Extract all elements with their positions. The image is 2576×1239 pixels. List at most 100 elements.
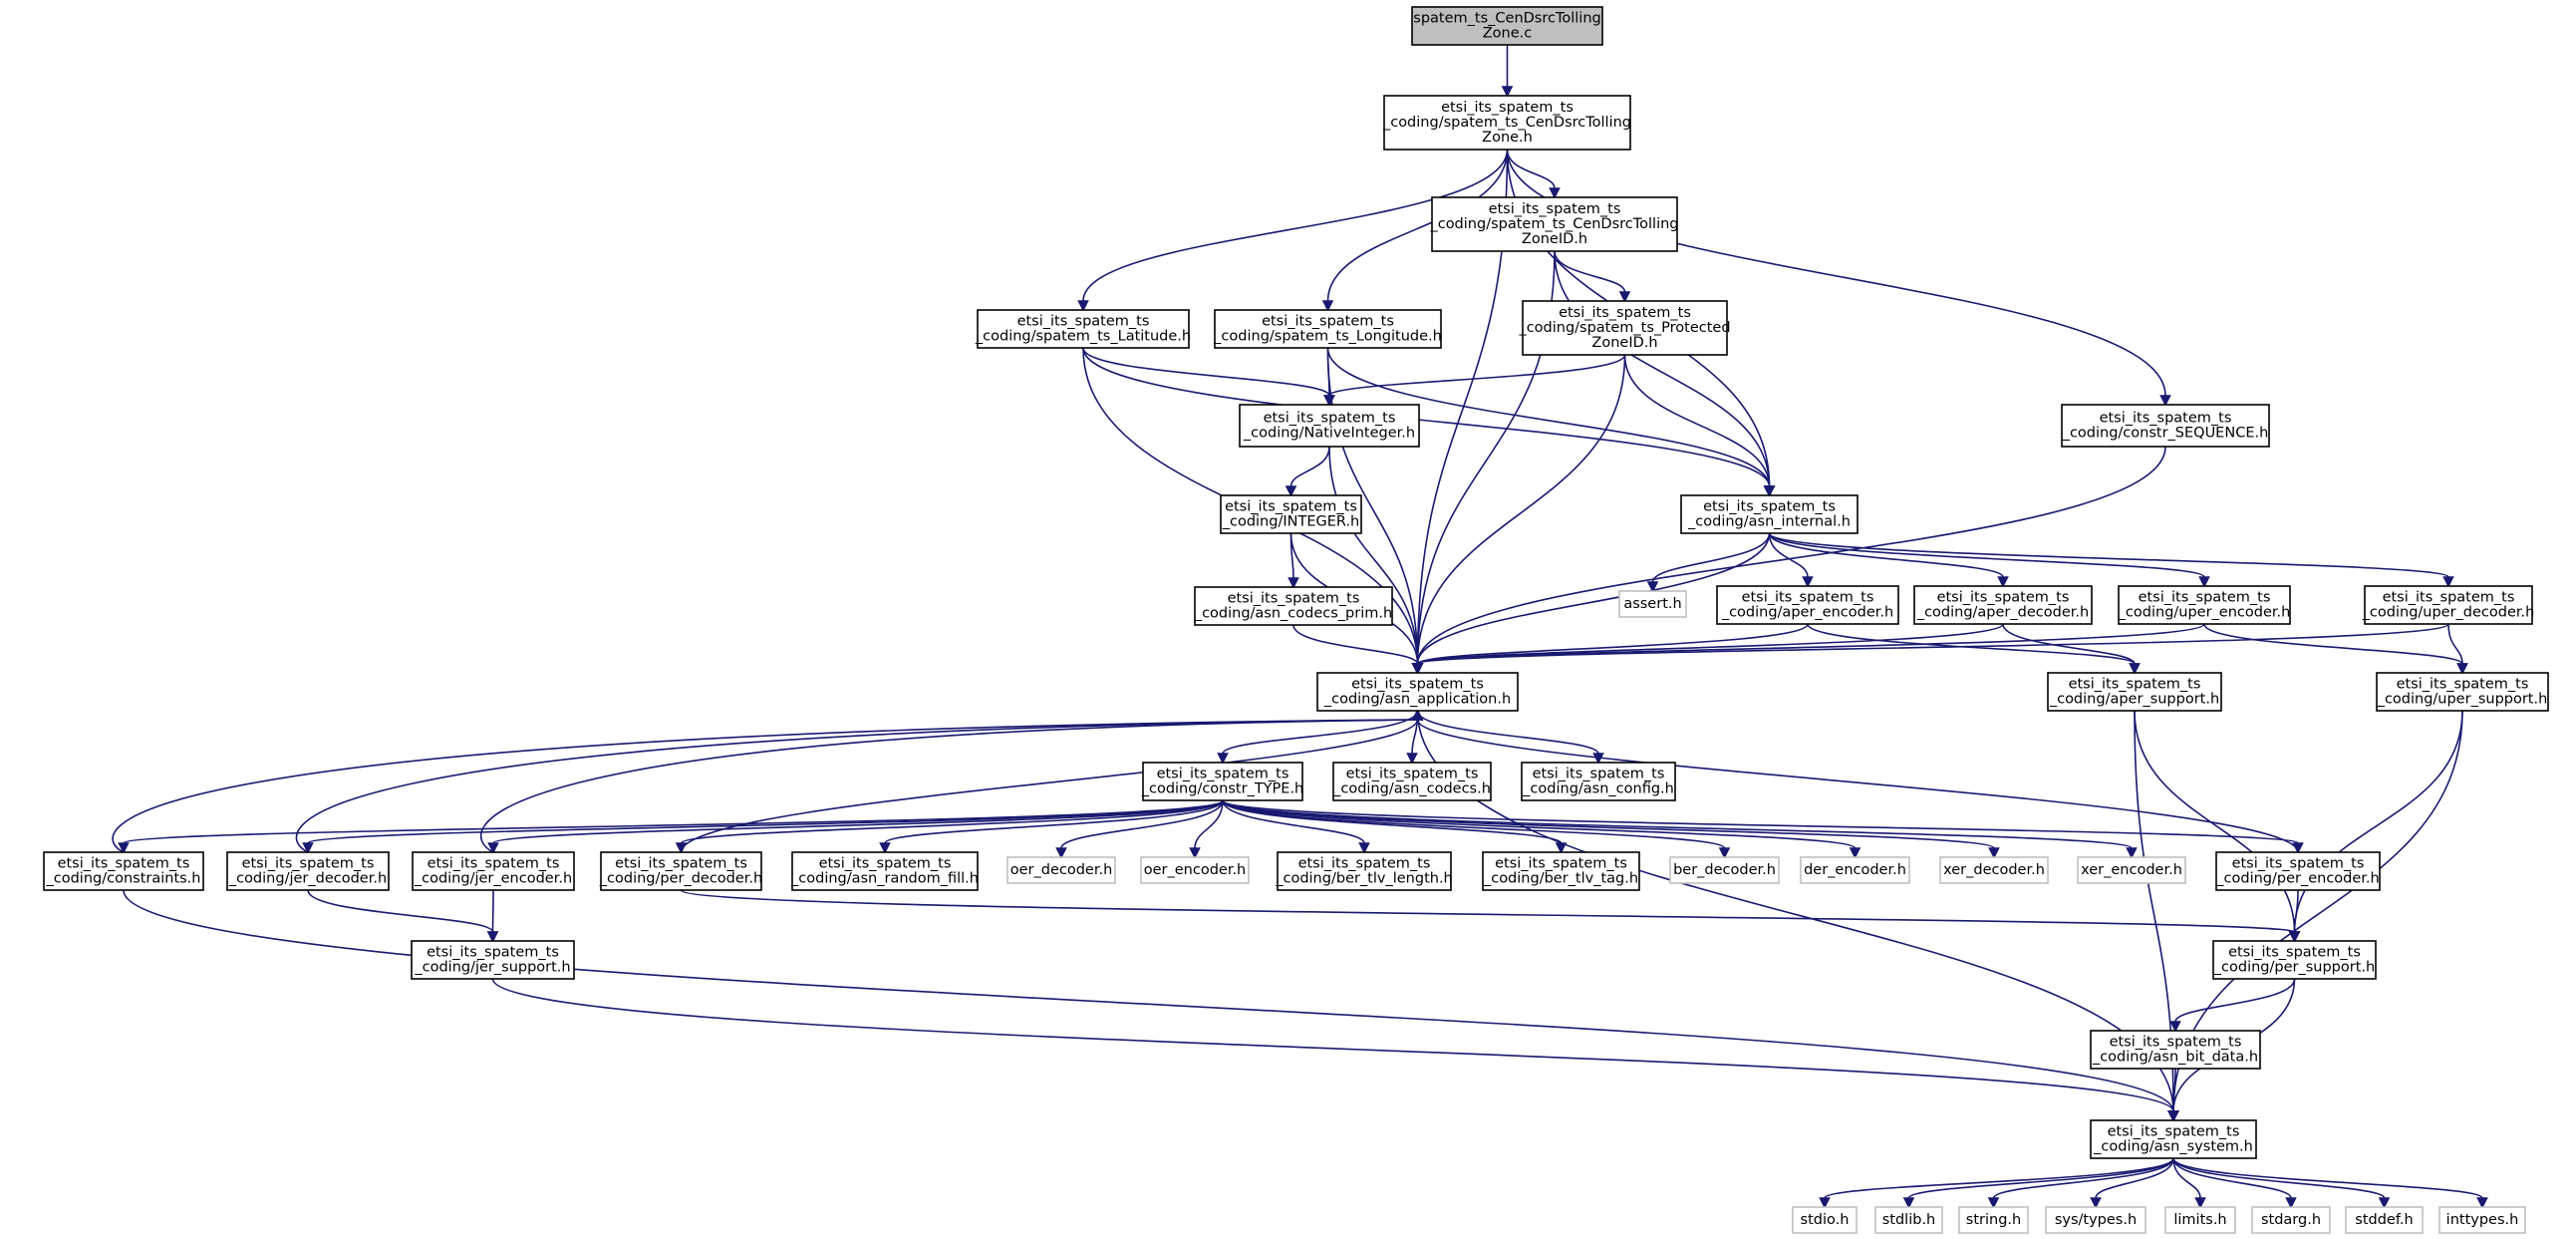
edge-line [1222, 799, 2133, 849]
graph-node-xer-enc-h[interactable]: xer_encoder.h [2077, 856, 2186, 884]
graph-node-longitude-h[interactable]: etsi_its_spatem_ts_coding/spatem_ts_Long… [1213, 309, 1442, 349]
edge-line [1416, 719, 2299, 853]
edge-line [1416, 446, 2166, 665]
node-label: _coding/constraints.h [46, 871, 201, 887]
node-box [1220, 494, 1362, 534]
node-label: etsi_its_spatem_ts [1264, 411, 1396, 427]
graph-node-jer-dec-h[interactable]: etsi_its_spatem_ts_coding/jer_decoder.h [226, 851, 390, 891]
edge-arrowhead [1902, 1197, 1915, 1209]
dependency-edge [487, 799, 1224, 854]
dependency-edge [2090, 1157, 2174, 1209]
graph-node-xer-dec-h[interactable]: xer_decoder.h [1939, 856, 2049, 884]
node-label: _coding/spatem_ts_Longitude.h [1213, 329, 1442, 345]
node-box [2047, 672, 2222, 712]
edge-line [2172, 1157, 2483, 1199]
graph-node-inttypes-h[interactable]: inttypes.h [2438, 1206, 2526, 1234]
graph-node-per-enc-h[interactable]: etsi_its_spatem_ts_coding/per_encoder.h [2215, 851, 2381, 891]
graph-node-asn-config-h[interactable]: etsi_its_spatem_ts_coding/asn_config.h [1521, 762, 1676, 801]
node-label: etsi_its_spatem_ts [1742, 590, 1874, 606]
graph-node-integer-h[interactable]: etsi_its_spatem_ts_coding/INTEGER.h [1220, 494, 1362, 534]
graph-node-constr-seq-h[interactable]: etsi_its_spatem_ts_coding/constr_SEQUENC… [2061, 404, 2270, 448]
graph-node-ber-tlv-tag-h[interactable]: etsi_its_spatem_ts_coding/ber_tlv_tag.h [1482, 851, 1640, 891]
graph-node-systypes-h[interactable]: sys/types.h [2045, 1206, 2147, 1234]
node-label: der_encoder.h [1804, 862, 1906, 878]
graph-node-uper-dec-h[interactable]: etsi_its_spatem_ts_coding/uper_decoder.h [2362, 585, 2535, 625]
graph-node-der-enc-h[interactable]: der_encoder.h [1800, 856, 1910, 884]
node-box [791, 851, 979, 891]
edge-arrowhead [1411, 663, 1424, 675]
graph-node-asn-internal-h[interactable]: etsi_its_spatem_ts_coding/asn_internal.h [1680, 494, 1859, 534]
graph-node-jer-sup-h[interactable]: etsi_its_spatem_ts_coding/jer_support.h [411, 940, 575, 980]
edge-arrowhead [2288, 931, 2301, 943]
graph-node-protected-h[interactable]: etsi_its_spatem_ts_coding/spatem_ts_Prot… [1518, 300, 1731, 356]
dependency-edge [2172, 1157, 2391, 1209]
edge-arrowhead [2167, 1110, 2179, 1122]
graph-node-limits-h[interactable]: limits.h [2164, 1206, 2236, 1234]
graph-node-string-h[interactable]: string.h [1958, 1206, 2029, 1234]
graph-node-latitude-h[interactable]: etsi_its_spatem_ts_coding/spatem_ts_Lati… [975, 309, 1191, 349]
graph-node-per-sup-h[interactable]: etsi_its_spatem_ts_coding/per_support.h [2212, 940, 2377, 980]
graph-node-native-int-h[interactable]: etsi_its_spatem_ts_coding/NativeInteger.… [1239, 404, 1420, 448]
edge-line [1416, 623, 2205, 665]
edge-arrowhead [1411, 709, 1424, 721]
node-label: oer_encoder.h [1144, 862, 1247, 878]
node-label: _coding/asn_random_fill.h [790, 871, 979, 887]
node-box [2438, 1206, 2526, 1234]
node-box [1194, 586, 1393, 626]
graph-node-jer-enc-h[interactable]: etsi_its_spatem_ts_coding/jer_encoder.h [412, 851, 575, 891]
edge-line [1651, 532, 1771, 583]
edge-line [1222, 799, 1563, 844]
graph-node-bit-data-h[interactable]: etsi_its_spatem_ts_coding/asn_bit_data.h [2090, 1030, 2261, 1070]
graph-node-stdlib-h[interactable]: stdlib.h [1874, 1206, 1943, 1234]
graph-node-random-fill-h[interactable]: etsi_its_spatem_ts_coding/asn_random_fil… [790, 851, 979, 891]
node-label: _coding/per_support.h [2213, 960, 2375, 976]
edge-line [2172, 1157, 2201, 1199]
graph-node-oer-dec-h[interactable]: oer_decoder.h [1006, 856, 1116, 884]
graph-node-stdarg-h[interactable]: stdarg.h [2251, 1206, 2331, 1234]
graph-node-constraints-h[interactable]: etsi_its_spatem_ts_coding/constraints.h [43, 851, 204, 891]
graph-node-asn-codecs-h[interactable]: etsi_its_spatem_ts_coding/asn_codecs.h [1332, 762, 1492, 801]
graph-node-aper-enc-h[interactable]: etsi_its_spatem_ts_coding/aper_encoder.h [1716, 585, 1899, 625]
graph-node-assert-h[interactable]: assert.h [1618, 590, 1687, 618]
edge-line [1289, 446, 1330, 487]
graph-node-stdio-h[interactable]: stdio.h [1792, 1206, 1858, 1234]
dependency-edge [1501, 44, 1514, 98]
graph-node-zoneid-h[interactable]: etsi_its_spatem_ts_coding/spatem_ts_CenD… [1429, 196, 1679, 252]
edge-line [307, 889, 494, 933]
dependency-edge [879, 799, 1224, 854]
node-label: _coding/jer_decoder.h [228, 871, 387, 887]
node-label: _coding/uper_decoder.h [2362, 605, 2535, 621]
graph-node-uper-sup-h[interactable]: etsi_its_spatem_ts_coding/uper_support.h [2376, 672, 2549, 712]
node-box [1913, 585, 2093, 625]
node-label: _coding/spatem_ts_Protected [1518, 320, 1730, 336]
graph-node-asn-sys-h[interactable]: etsi_its_spatem_ts_coding/asn_system.h [2090, 1119, 2257, 1159]
node-label: _coding/asn_config.h [1522, 781, 1674, 797]
dependency-edge [1055, 799, 1224, 859]
node-box [1680, 494, 1859, 534]
graph-node-per-dec-h[interactable]: etsi_its_spatem_ts_coding/per_decoder.h [599, 851, 762, 891]
graph-node-constr-type-h[interactable]: etsi_its_spatem_ts_coding/constr_TYPE.h [1141, 762, 1304, 801]
node-label: _coding/aper_decoder.h [1916, 605, 2089, 621]
graph-node-oer-enc-h[interactable]: oer_encoder.h [1140, 856, 1250, 884]
edge-arrowhead [2285, 1197, 2297, 1209]
edge-line [492, 799, 1224, 844]
graph-node-codecs-prim-h[interactable]: etsi_its_spatem_ts_coding/asn_codecs_pri… [1194, 586, 1393, 626]
graph-node-asn-app-h[interactable]: etsi_its_spatem_ts_coding/asn_applicatio… [1316, 672, 1519, 712]
dependency-edge [1506, 149, 2171, 407]
node-box [1618, 590, 1687, 618]
node-box [977, 309, 1190, 349]
graph-node-stddef-h[interactable]: stddef.h [2345, 1206, 2424, 1234]
graph-node-aper-dec-h[interactable]: etsi_its_spatem_ts_coding/aper_decoder.h [1913, 585, 2093, 625]
graph-node-uper-enc-h[interactable]: etsi_its_spatem_ts_coding/uper_encoder.h [2118, 585, 2291, 625]
dependency-edge [123, 889, 2179, 1122]
dependency-edge [1411, 709, 2299, 853]
edge-arrowhead [1217, 753, 1229, 765]
node-box [2164, 1206, 2236, 1234]
graph-node-ber-dec-h[interactable]: ber_decoder.h [1669, 856, 1780, 884]
graph-node-ber-tlv-len-h[interactable]: etsi_its_spatem_ts_coding/ber_tlv_length… [1275, 851, 1453, 891]
graph-node-zone-h[interactable]: etsi_its_spatem_ts_coding/spatem_ts_CenD… [1382, 95, 1631, 151]
node-label: etsi_its_spatem_ts [2069, 677, 2201, 693]
graph-node-aper-sup-h[interactable]: etsi_its_spatem_ts_coding/aper_support.h [2047, 672, 2222, 712]
dependency-edge [2167, 1068, 2179, 1122]
